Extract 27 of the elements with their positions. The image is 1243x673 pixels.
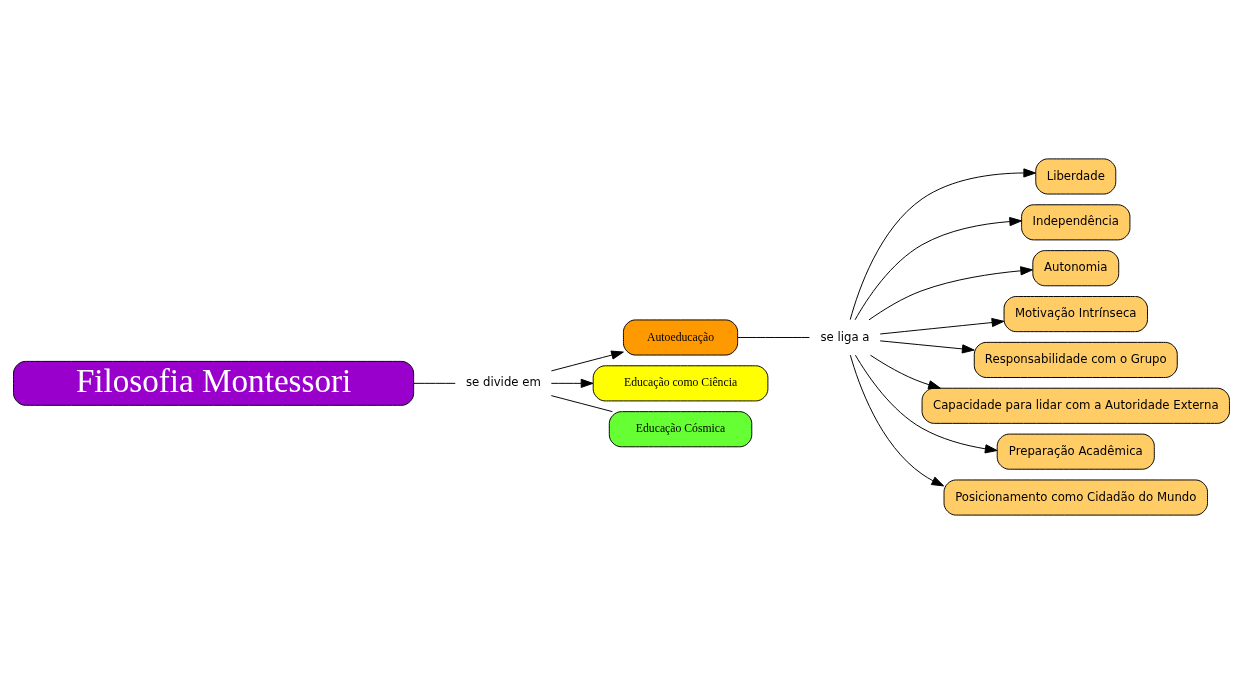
connector: [550, 394, 613, 412]
arrow: [550, 378, 594, 388]
node-box: Responsabilidade com o Grupo: [973, 341, 1178, 378]
arrow: [868, 265, 1033, 320]
arrow: [879, 317, 1005, 334]
node-box: Autoeducação: [622, 318, 739, 356]
node-box: Independência: [1021, 203, 1131, 240]
node-box: Motivação Intrínseca: [1003, 295, 1148, 332]
node-box: Liberdade: [1035, 157, 1117, 194]
arrow: [879, 339, 975, 353]
connector: [737, 336, 810, 338]
arrow: [849, 354, 945, 486]
arrow: [550, 350, 624, 371]
arrow: [870, 354, 941, 389]
arrow: [854, 216, 1023, 320]
node-text: se liga a: [820, 329, 870, 344]
node-box: Capacidade para lidar com a Autoridade Externa: [921, 387, 1230, 424]
node-box: Autonomia: [1032, 249, 1120, 286]
node-box: Educação Cósmica: [608, 410, 753, 447]
connector: [413, 382, 456, 384]
node-box: Posicionamento como Cidadão do Mundo: [943, 479, 1208, 516]
node-text: se divide em: [466, 374, 541, 389]
arrow: [854, 354, 998, 453]
node-box: Preparação Acadêmica: [996, 433, 1155, 470]
node-box: Filosofia Montessori: [13, 360, 415, 406]
node-box: Educação como Ciência: [592, 364, 769, 401]
arrow: [849, 167, 1037, 320]
